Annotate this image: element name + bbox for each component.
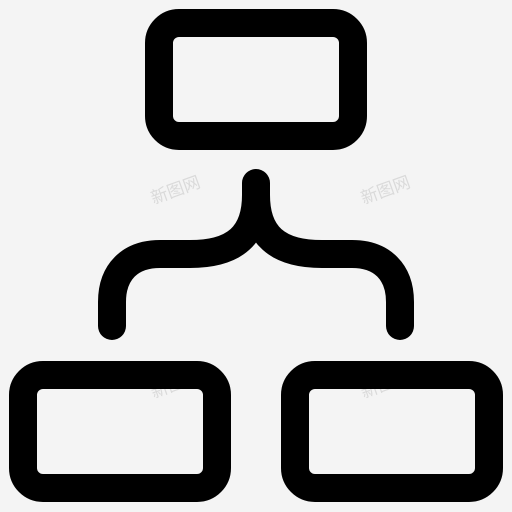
connector-lines xyxy=(98,169,414,340)
watermark-text: 新图网 xyxy=(148,173,203,209)
bottom-left-node-box xyxy=(9,361,231,502)
icon-strokes xyxy=(9,9,503,502)
watermark-text: 新图网 xyxy=(358,173,413,209)
top-node-box xyxy=(145,9,367,150)
bottom-right-node-box xyxy=(281,361,503,502)
